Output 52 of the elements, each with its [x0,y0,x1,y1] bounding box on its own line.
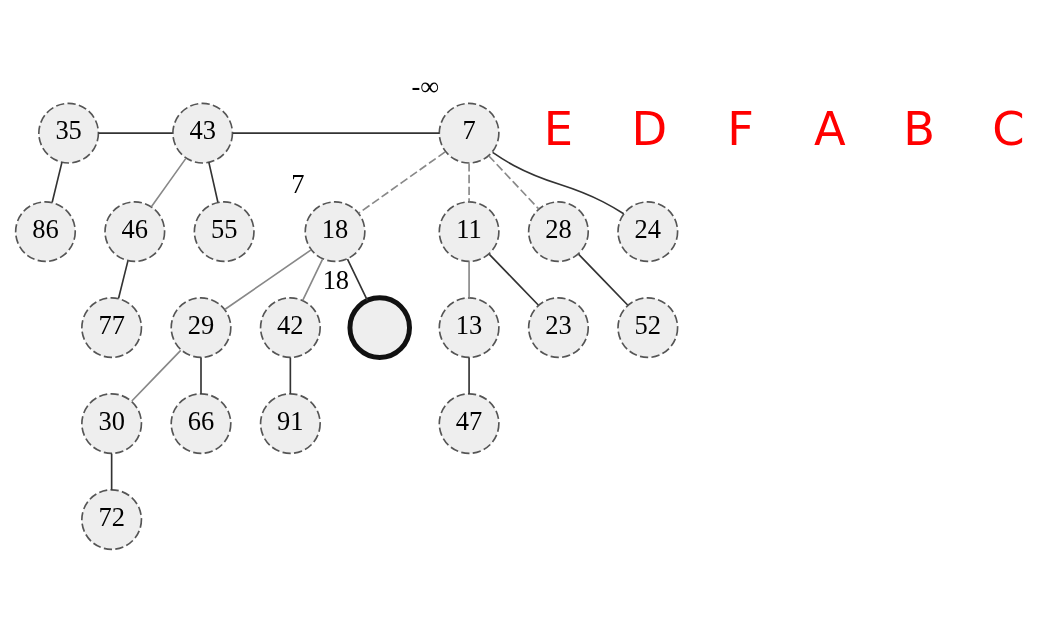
connector [51,161,63,204]
node-circle: 91 [259,393,321,455]
node-circle: 18 [304,201,366,263]
label: A [813,101,846,156]
node-circle: 66 [170,393,232,455]
connector [117,260,129,300]
connector [301,258,324,302]
label: E [543,101,574,156]
node-circle: 24 [617,201,679,263]
node-label: 7 [291,169,305,200]
node-circle: 23 [527,297,590,359]
node-circle: 86 [14,201,77,263]
connector [577,253,629,306]
node-circle [347,295,412,360]
node-circle: 42 [259,297,321,359]
node-circle: 52 [617,297,679,359]
connector [110,452,113,491]
connector [223,249,312,311]
node-circle: 29 [170,297,232,359]
node-circle: 35 [38,102,100,164]
node-circle: 46 [104,201,166,263]
connector [200,356,202,395]
connector [488,253,540,306]
node-circle: 13 [438,297,500,359]
connector [97,132,174,134]
node-label: 18 [322,265,350,296]
node-label: -∞ [411,70,440,101]
label: B [903,101,936,156]
connector [208,161,219,204]
label: C [992,101,1025,156]
connector [150,157,187,208]
node-circle: 7 [438,102,500,164]
connector [131,349,182,402]
connector [491,151,625,215]
connector [468,162,470,203]
node-circle: 11 [438,201,500,263]
node-circle: 47 [438,393,500,455]
label: F [727,101,754,156]
connector [357,151,446,214]
node-circle: 77 [81,297,143,359]
node-circle: 55 [193,201,255,263]
node-circle: 30 [81,393,143,455]
label: D [631,101,668,156]
connector [468,260,470,299]
node-circle: 28 [527,201,590,263]
node-circle: 43 [172,102,234,164]
connector [468,356,470,395]
connector [232,132,440,134]
connector [488,155,540,210]
connector [289,356,292,395]
node-circle: 72 [81,489,143,551]
connector [346,258,369,302]
